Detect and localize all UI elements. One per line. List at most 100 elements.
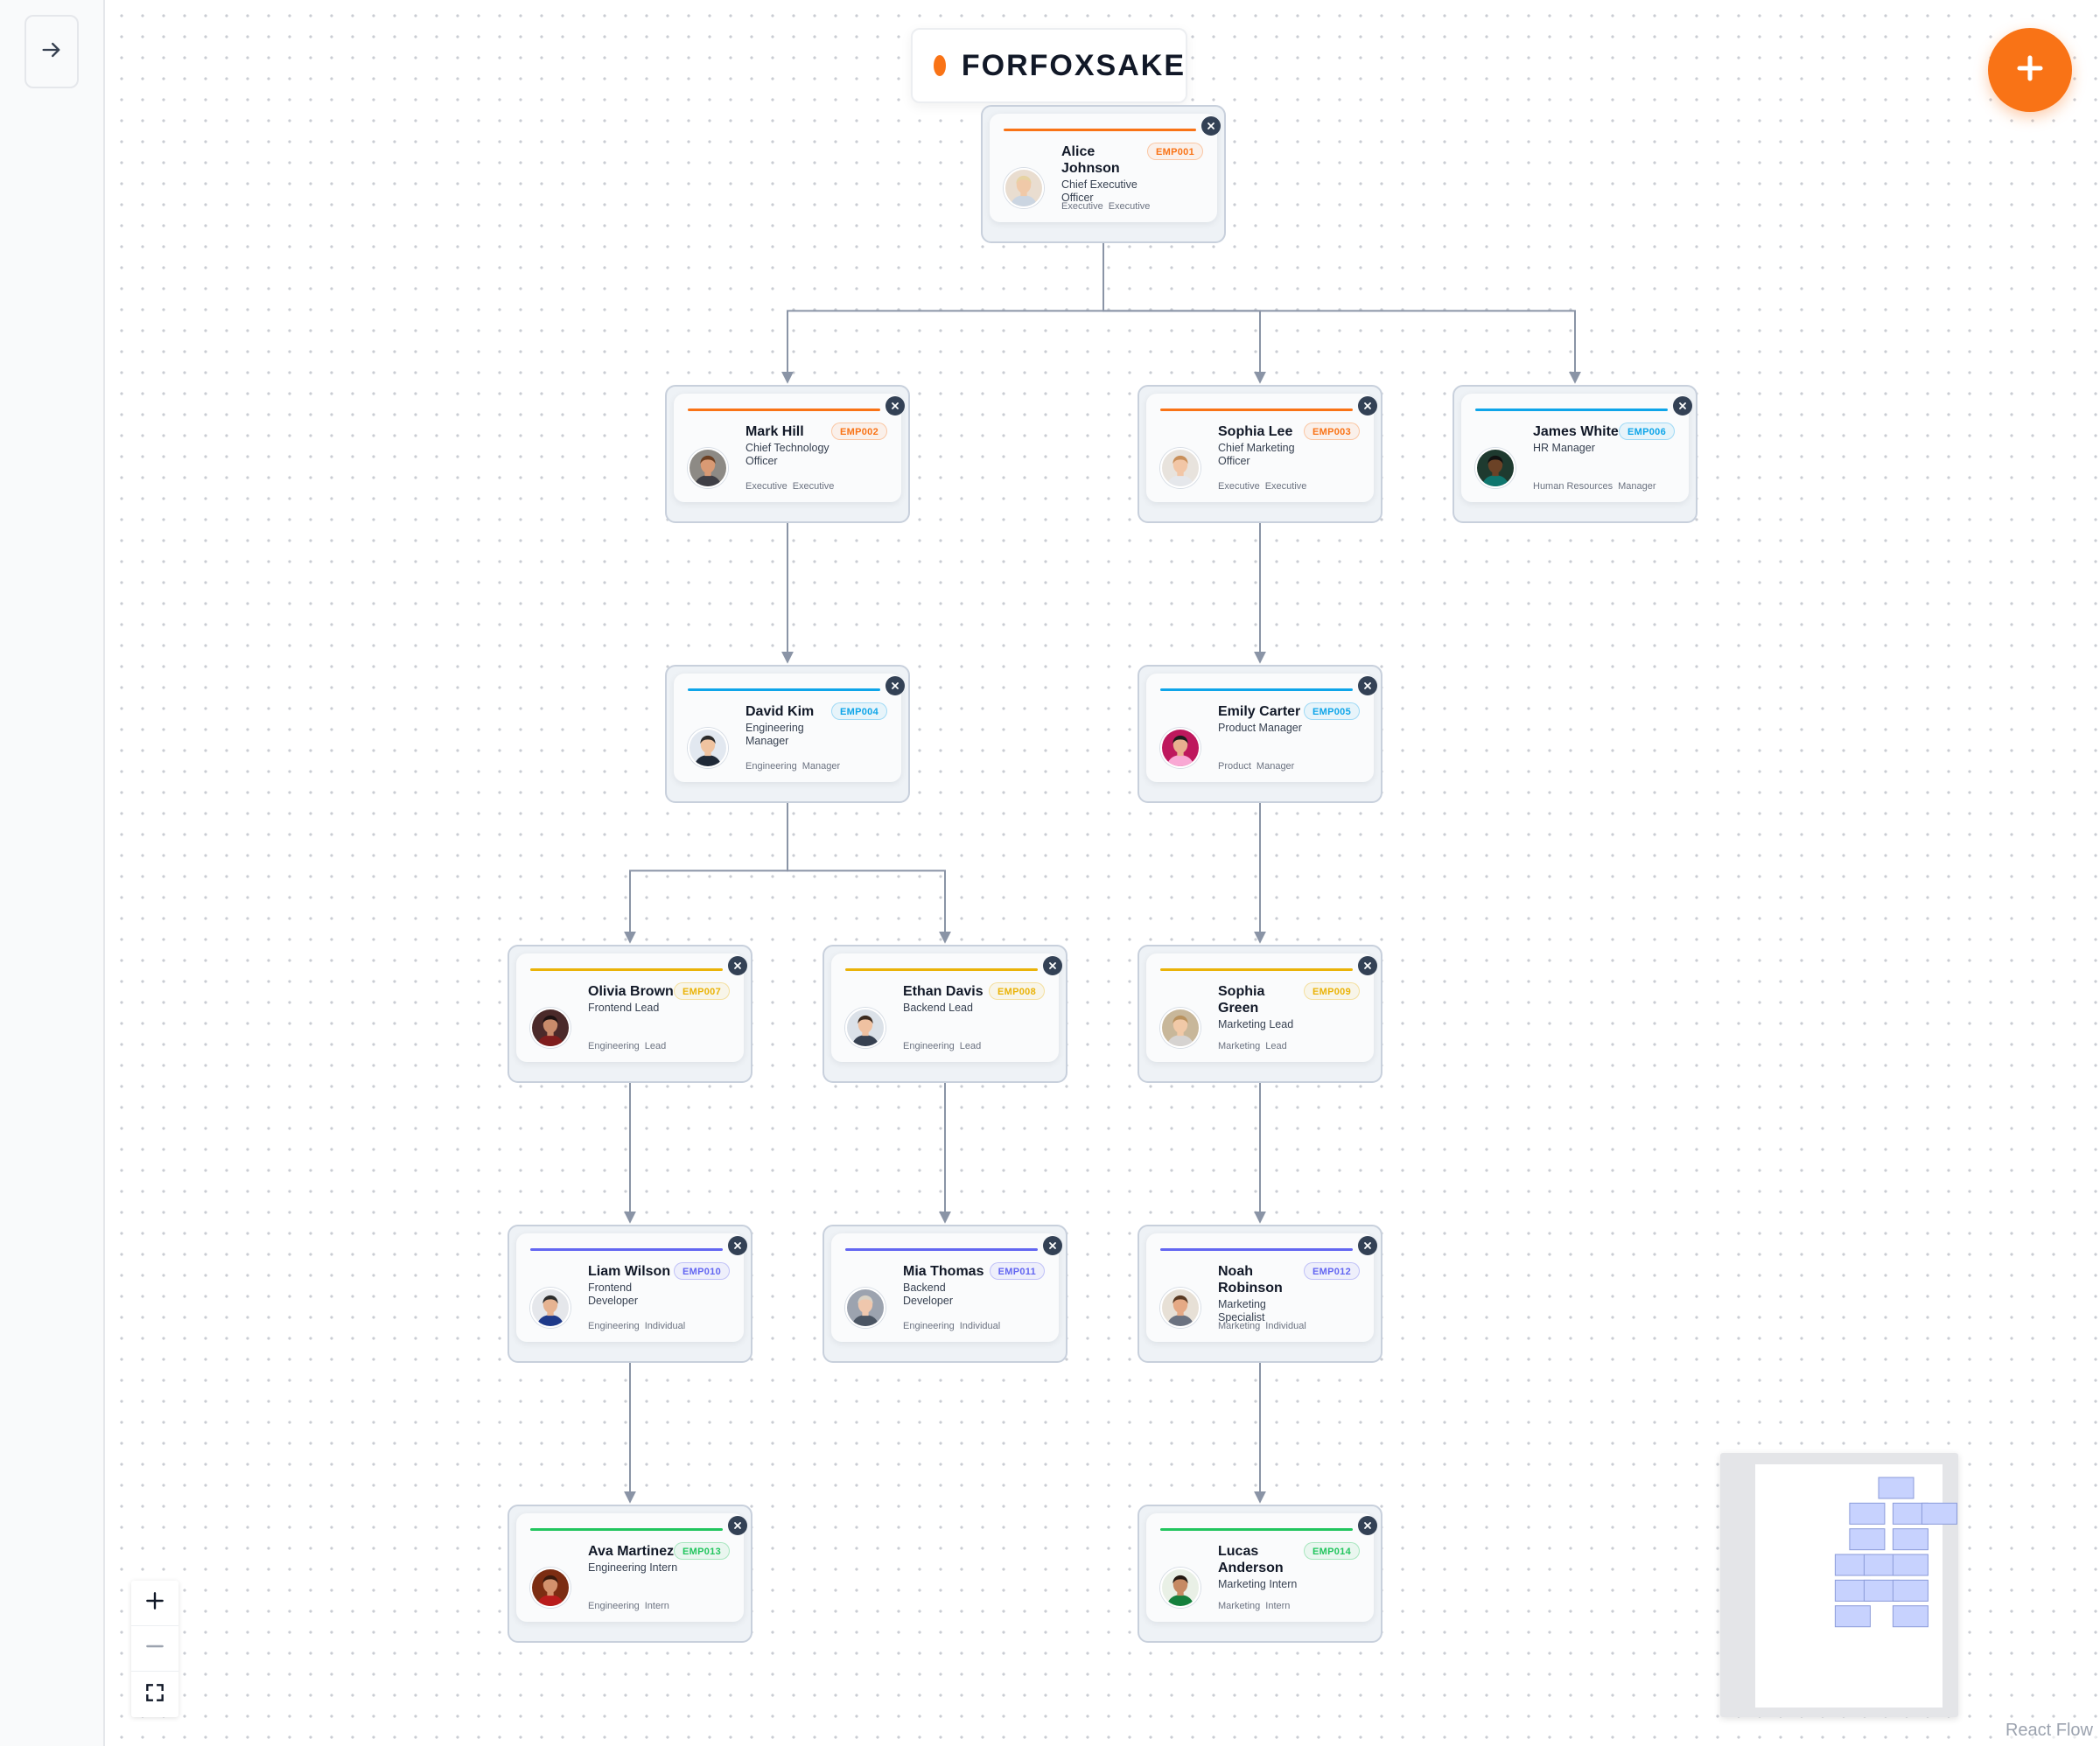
delete-node-button[interactable]	[728, 956, 747, 975]
brand-name: FORFOXSAKE	[961, 48, 1186, 82]
avatar	[530, 1568, 570, 1608]
employee-title: Chief Marketing Officer	[1218, 442, 1295, 467]
avatar	[530, 1288, 570, 1328]
minus-icon	[144, 1635, 166, 1662]
employee-title: Chief Technology Officer	[746, 442, 830, 467]
delete-node-button[interactable]	[1043, 956, 1062, 975]
employee-id-badge: EMP009	[1304, 982, 1360, 1000]
employee-department: Engineering	[588, 1321, 640, 1331]
minimap-node	[1849, 1528, 1886, 1551]
delete-node-button[interactable]	[728, 1236, 747, 1255]
fit-view-button[interactable]	[131, 1672, 178, 1717]
employee-department: Marketing	[1218, 1601, 1261, 1611]
employee-title: Marketing Lead	[1218, 1018, 1294, 1030]
minimap-node	[1921, 1502, 1957, 1525]
employee-title: Frontend Developer	[588, 1282, 638, 1307]
card-accent-line	[1160, 968, 1353, 971]
avatar	[530, 1008, 570, 1048]
delete-node-button[interactable]	[886, 676, 905, 695]
employee-title: Product Manager	[1218, 722, 1302, 734]
delete-node-button[interactable]	[1358, 1236, 1377, 1255]
card-accent-line	[688, 409, 880, 411]
zoom-out-button[interactable]	[131, 1626, 178, 1672]
employee-department: Executive	[1061, 201, 1103, 212]
close-icon	[733, 961, 742, 970]
delete-node-button[interactable]	[1358, 956, 1377, 975]
employee-level: Individual	[959, 1321, 1001, 1331]
delete-node-button[interactable]	[1358, 1516, 1377, 1535]
expand-sidebar-button[interactable]	[24, 15, 79, 88]
delete-node-button[interactable]	[1201, 116, 1221, 136]
employee-level: Manager	[1256, 761, 1295, 772]
delete-node-button[interactable]	[1673, 396, 1692, 416]
reporting-edge[interactable]	[787, 803, 951, 944]
minimap[interactable]	[1720, 1453, 1958, 1717]
add-employee-button[interactable]	[1988, 28, 2072, 112]
card-accent-line	[845, 968, 1038, 971]
minimap-node	[1849, 1502, 1886, 1525]
employee-department: Engineering	[588, 1041, 640, 1051]
employee-name: Sophia Lee	[1218, 424, 1293, 439]
card-accent-line	[530, 1248, 723, 1251]
employee-name: James White	[1533, 424, 1619, 439]
employee-title: Chief Executive Officer	[1061, 178, 1138, 204]
employee-id-badge: EMP013	[674, 1542, 730, 1560]
employee-department: Engineering	[746, 761, 797, 772]
employee-title: Engineering Intern	[588, 1561, 678, 1574]
card-accent-line	[845, 1248, 1038, 1251]
delete-node-button[interactable]	[1358, 396, 1377, 416]
reporting-edge[interactable]	[1102, 243, 1581, 384]
avatar	[688, 448, 728, 488]
reporting-edge[interactable]	[1102, 243, 1266, 384]
employee-title: Marketing Intern	[1218, 1578, 1298, 1590]
close-icon	[1048, 961, 1057, 970]
avatar	[1004, 168, 1044, 208]
delete-node-button[interactable]	[1358, 676, 1377, 695]
employee-id-badge: EMP012	[1304, 1262, 1360, 1280]
delete-node-button[interactable]	[886, 396, 905, 416]
delete-node-button[interactable]	[728, 1516, 747, 1535]
employee-level: Lead	[959, 1041, 982, 1051]
employee-level: Executive	[792, 481, 835, 492]
employee-name: Emily Carter	[1218, 704, 1301, 719]
zoom-in-button[interactable]	[131, 1581, 178, 1626]
delete-node-button[interactable]	[1043, 1236, 1062, 1255]
reporting-edge[interactable]	[624, 803, 788, 944]
avatar	[845, 1288, 886, 1328]
reporting-edge[interactable]	[781, 243, 1104, 384]
employee-name: Olivia Brown	[588, 984, 674, 999]
employee-name: Liam Wilson	[588, 1264, 671, 1279]
react-flow-attribution[interactable]: React Flow	[2001, 1721, 2096, 1741]
close-icon	[891, 681, 900, 690]
